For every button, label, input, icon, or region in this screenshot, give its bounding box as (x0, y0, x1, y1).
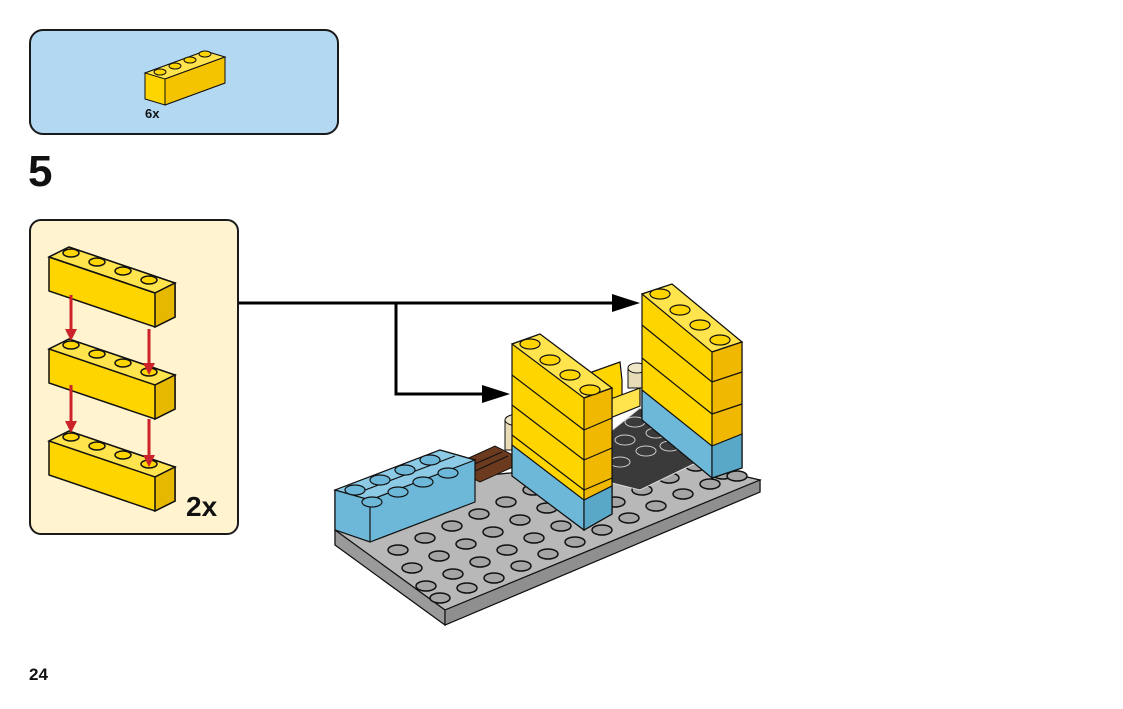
sub-assembly-quantity: 2x (186, 491, 218, 522)
brick-middle (47, 338, 177, 421)
parts-quantity: 6x (145, 106, 160, 121)
page-number: 24 (29, 665, 48, 684)
model-assembly-icon (333, 283, 762, 627)
light-blue-bricks (333, 449, 477, 543)
step-number: 5 (28, 147, 53, 196)
placement-arrows-icon (65, 295, 155, 467)
brick-bottom (47, 430, 177, 513)
parts-callout: 6x (29, 29, 339, 135)
sub-assembly-callout: 2x (29, 219, 239, 535)
sub-assembly-bricks-icon (47, 246, 177, 513)
yellow-brick-1x4-icon (143, 50, 227, 106)
right-yellow-wall (640, 283, 744, 480)
left-yellow-wall (510, 333, 614, 532)
brick-top (47, 246, 177, 329)
